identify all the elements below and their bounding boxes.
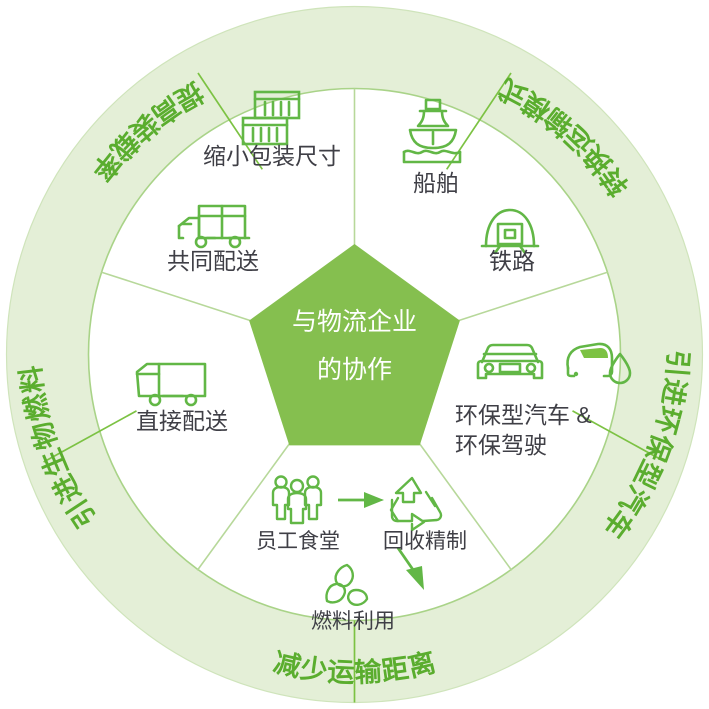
sector-label-recycle-refine: 回收精制 [383, 530, 467, 553]
arrow-right-icon [338, 492, 384, 508]
center-label-line1: 与物流企业 [292, 308, 417, 336]
sector-label-fuel-use: 燃料利用 [311, 610, 395, 633]
sector-label-direct-delivery: 直接配送 [136, 408, 228, 434]
ship-icon [402, 98, 462, 164]
sector-label-eco-car-line2: 环保驾驶 [455, 432, 547, 458]
box-truck-icon [177, 204, 251, 249]
stacked-boxes-icon [241, 90, 301, 146]
people-group-icon [271, 475, 323, 525]
center-label-line2: 的协作 [317, 356, 392, 384]
eco-car-drop-icon [566, 342, 632, 385]
car-icon [476, 343, 544, 380]
sector-label-ship: 船舶 [413, 170, 459, 196]
sector-label-rail: 铁路 [489, 248, 535, 274]
van-icon [135, 362, 207, 407]
sector-label-cafeteria: 员工食堂 [256, 530, 340, 553]
sector-label-eco-car-line1: 环保型汽车 & [455, 402, 592, 428]
train-icon [480, 208, 540, 255]
leaf-recycle-icon [325, 563, 369, 607]
recycle-icon [389, 476, 443, 532]
inner-sector-dividers [101, 88, 608, 571]
center-pentagon [249, 244, 460, 446]
sector-label-package-size: 缩小包装尺寸 [203, 143, 341, 169]
sector-label-joint-delivery: 共同配送 [167, 248, 259, 274]
arrow-down-right-icon [396, 547, 424, 590]
